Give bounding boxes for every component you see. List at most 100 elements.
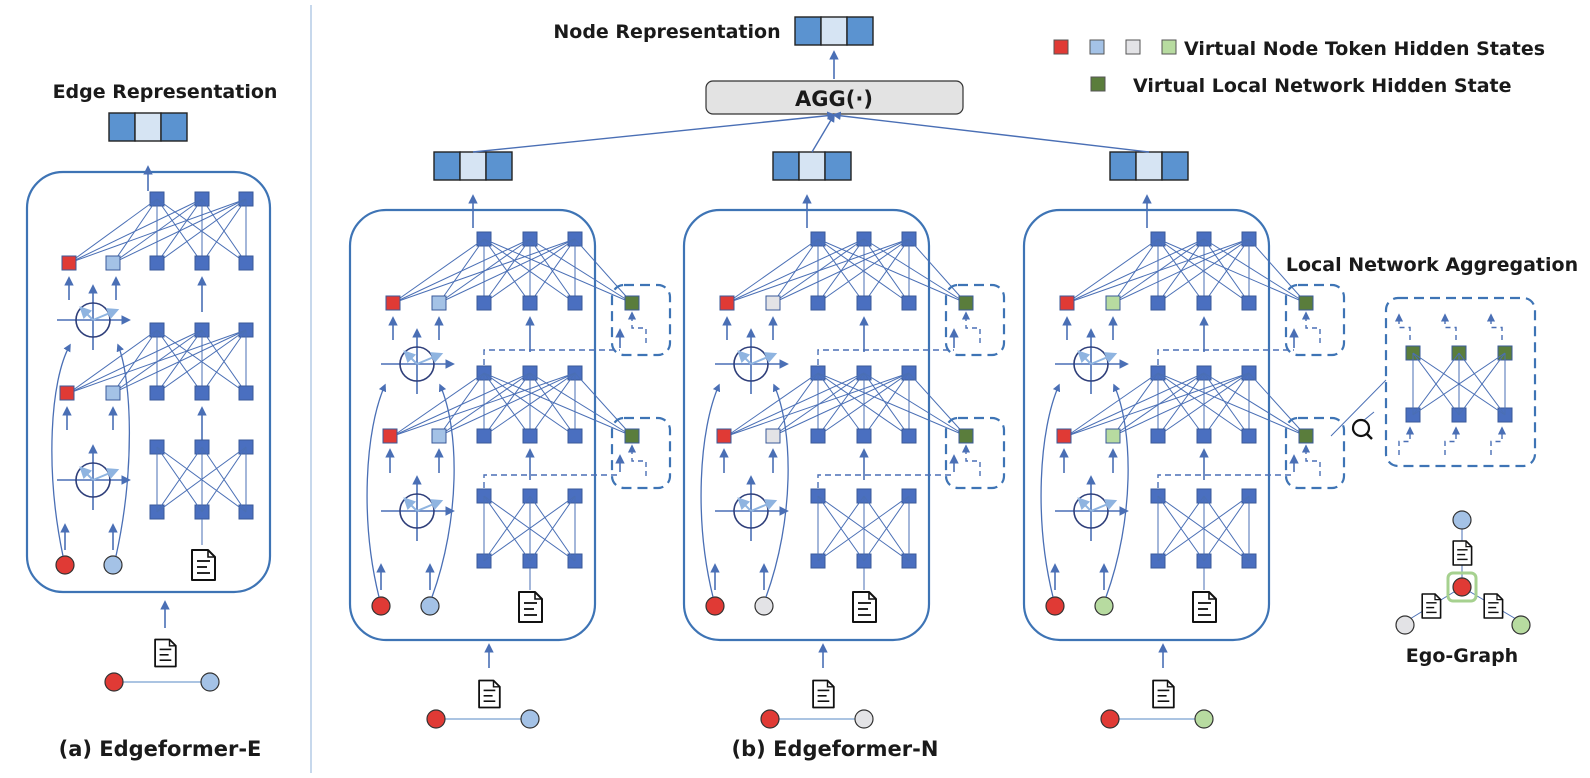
neighbor-node — [1094, 596, 1114, 616]
legend-swatch-light_green — [1161, 39, 1177, 55]
vector-cell — [794, 16, 822, 46]
text-token-node — [194, 255, 210, 271]
rotated-vector — [1090, 352, 1118, 365]
rotation-operator-icon — [381, 328, 455, 394]
document-fold — [826, 680, 834, 688]
vector-cell — [134, 112, 162, 142]
rotation-operator-icon — [1055, 328, 1129, 394]
rotated-vector — [403, 350, 418, 365]
edge-line — [483, 238, 576, 304]
dashed-connector — [483, 349, 620, 365]
zoom-inset-box — [1384, 296, 1537, 468]
document-outline — [1152, 679, 1175, 709]
vector-cell — [820, 16, 848, 46]
edge-line — [529, 238, 633, 304]
dashed-connector — [1490, 426, 1507, 455]
skip-connection — [700, 383, 721, 598]
text-token-node — [238, 385, 254, 401]
vector-cell — [160, 112, 188, 142]
rotated-vector — [750, 352, 778, 365]
virtual-node-token-red — [1059, 295, 1075, 311]
edge-line — [483, 238, 633, 304]
edge-line — [1412, 352, 1506, 416]
edge-line — [156, 446, 203, 513]
rotated-vector — [737, 350, 752, 365]
dashed-connector — [817, 474, 954, 488]
text-token-node — [810, 295, 826, 311]
ego-neighbor-node — [1452, 510, 1472, 530]
edge-line — [1157, 372, 1250, 437]
zoom-leader-line — [1330, 379, 1387, 437]
text-token-node — [901, 295, 917, 311]
edge-line — [68, 198, 158, 264]
document-fold — [1208, 592, 1216, 600]
text-token-node — [856, 295, 872, 311]
legend-swatch-light_blue — [1089, 39, 1105, 55]
document-icon — [1483, 593, 1504, 619]
document-outline — [478, 679, 501, 709]
rotation-circle — [1073, 493, 1109, 529]
virtual-node-token — [105, 255, 121, 271]
virtual-node-token-red — [1056, 428, 1072, 444]
ego-neighbor-node — [1395, 615, 1415, 635]
rotated-vector — [416, 499, 444, 512]
edge-line — [1203, 372, 1250, 437]
text-token-node — [856, 428, 872, 444]
dashed-connector — [1444, 426, 1461, 455]
aggregation-arrow — [832, 111, 1150, 153]
local-network-box — [610, 283, 672, 357]
dashed-connector — [1301, 444, 1321, 476]
dashed-connector — [1440, 313, 1457, 340]
virtual-node-token — [765, 295, 781, 311]
skip-connection — [1105, 383, 1129, 598]
local-network-box — [1284, 283, 1346, 357]
target-node — [103, 555, 123, 575]
virtual-node-token — [765, 428, 781, 444]
edge-line — [1203, 238, 1307, 304]
magnifier-icon — [1351, 418, 1371, 438]
rotation-operator-icon — [1055, 475, 1129, 541]
local-network-box — [944, 283, 1006, 357]
virtual-node-token — [431, 295, 447, 311]
rotated-vector — [92, 468, 120, 481]
dashed-connector — [1486, 313, 1503, 340]
text-token-node — [1150, 428, 1166, 444]
document-icon — [1192, 591, 1217, 623]
rotated-vector — [92, 308, 120, 321]
vector-cell — [798, 151, 826, 181]
text-token-node — [1150, 295, 1166, 311]
virtual-local-network-node — [1298, 428, 1314, 444]
edge-line — [908, 238, 967, 304]
document-icon — [1421, 593, 1442, 619]
document-fold — [534, 592, 542, 600]
dashed-connector — [817, 349, 954, 365]
document-fold — [868, 592, 876, 600]
local-network-box — [1284, 416, 1346, 490]
edge-line — [112, 198, 158, 264]
document-outline — [852, 591, 877, 623]
edge-target-node — [200, 672, 220, 692]
local-network-zoom-inset — [1330, 296, 1537, 468]
edge-line — [483, 495, 576, 562]
text-token-node — [567, 295, 583, 311]
edge-representation-vector — [108, 112, 188, 142]
rotation-operator-icon — [715, 475, 789, 541]
transformer-block-2 — [682, 113, 1006, 729]
transformer-block-1 — [348, 111, 836, 729]
edge-source-node — [104, 672, 124, 692]
aggregation-arrow — [472, 111, 836, 153]
legend-swatch-red — [1053, 39, 1069, 55]
edge-line — [201, 329, 247, 394]
virtual-local-network-node — [624, 295, 640, 311]
ego-center-highlight — [1446, 571, 1478, 603]
edge-line — [726, 238, 819, 304]
edge-line — [483, 495, 531, 562]
edge-line — [1157, 372, 1307, 437]
text-token-node — [238, 255, 254, 271]
edge-line — [1412, 352, 1460, 416]
transformer-block-3 — [832, 111, 1346, 729]
text-token-node — [522, 295, 538, 311]
edge-line — [483, 238, 531, 304]
document-outline — [1452, 540, 1473, 566]
